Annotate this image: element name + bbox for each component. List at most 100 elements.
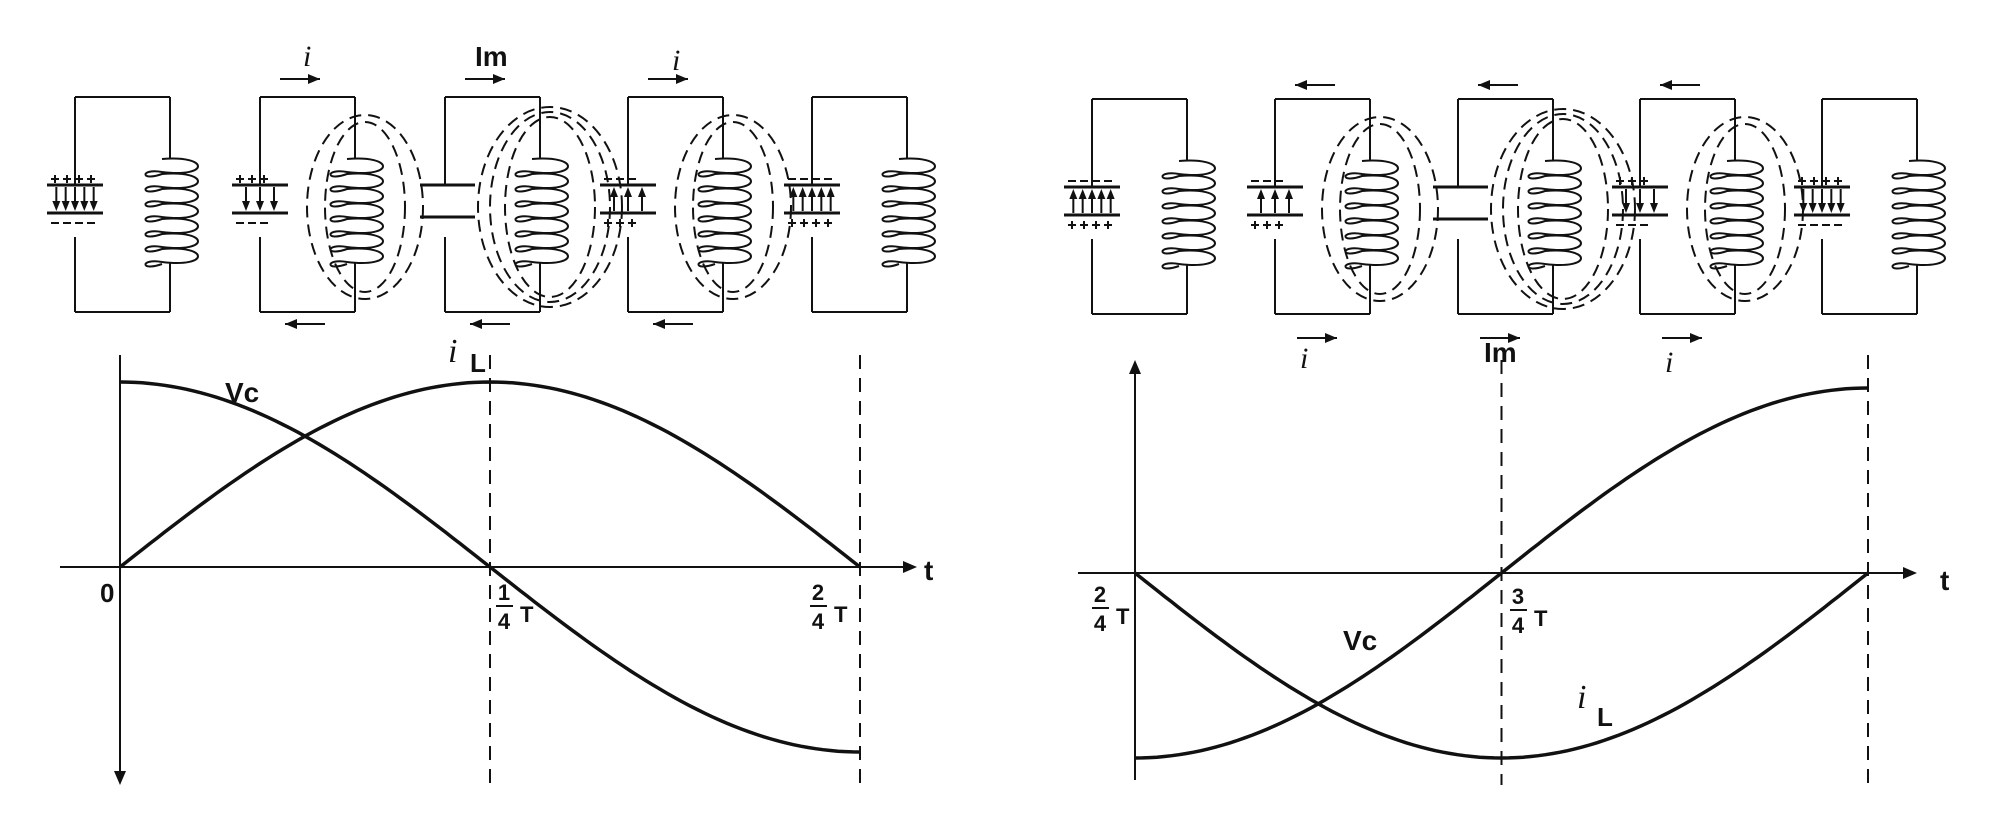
right-current-label-1: i xyxy=(1300,342,1308,375)
left-chart-x-arrow xyxy=(903,561,917,573)
right-circuit-5-coil-winding xyxy=(1891,159,1946,270)
right-circuit-2-field-ring-0 xyxy=(1339,123,1421,295)
left-series-Vc xyxy=(119,380,861,754)
right-tick-half-den: 4 xyxy=(1094,611,1107,636)
left-tick-quarter-T: T xyxy=(520,602,534,627)
left-circuit-1-cap-field-head xyxy=(89,201,98,211)
left-circuit-1-cap-field-head xyxy=(80,201,89,211)
left-circuit-2-arrow-bottom-head xyxy=(285,319,297,329)
left-circuit-2-coil xyxy=(329,157,384,268)
left-circuit-3-field-ring-0 xyxy=(504,116,596,298)
right-circuit-5-coil xyxy=(1891,159,1946,270)
left-circuit-2-cap-field-head xyxy=(256,201,264,211)
right-circuit-4-arrow-top-head xyxy=(1660,80,1672,90)
left-circuit-3-coil-winding xyxy=(514,157,569,268)
right-circuit-2-field-ring-1 xyxy=(1321,116,1439,302)
right-circuit-4-field-ring-0 xyxy=(1704,123,1786,295)
left-circuit-2-arrow-top-head xyxy=(308,74,320,84)
right-circuit-3-arrow-bottom-head xyxy=(1508,333,1520,343)
left-circuit-4 xyxy=(627,96,724,313)
right-circuit-3-coil xyxy=(1527,159,1582,270)
right-circuit-2-coil xyxy=(1344,159,1399,270)
right-chart-y-arrow xyxy=(1129,360,1141,374)
left-current-label-1: i xyxy=(303,40,311,73)
right-circuit-5-cap-field-head xyxy=(1808,203,1817,213)
left-circuit-3-arrow-top-head xyxy=(493,74,505,84)
chart-area xyxy=(60,355,1917,785)
right-circuit-2-cap-field-head xyxy=(1285,189,1293,199)
left-circuit-4-field-ring-1 xyxy=(674,114,792,300)
left-circuit-5-cap-field-head xyxy=(798,187,807,197)
left-vc-label: Vc xyxy=(225,377,259,408)
right-circuit-4-cap-field-head xyxy=(1636,203,1644,213)
right-il-label: i xyxy=(1577,679,1586,716)
left-circuit-4-coil xyxy=(697,157,752,268)
left-circuit-4-coil-winding xyxy=(697,157,752,268)
left-circuit-1-cap-field-head xyxy=(52,201,61,211)
right-circuit-1-cap xyxy=(1064,185,1120,217)
right-circuit-1-cap-field-head xyxy=(1097,189,1106,199)
circuit-row xyxy=(47,74,1946,343)
left-zero-label: 0 xyxy=(100,578,114,608)
left-tick-half-T: T xyxy=(834,602,848,627)
left-circuit-2 xyxy=(259,96,356,313)
right-circuit-4-cap-field-head xyxy=(1650,203,1658,213)
right-il-sub: L xyxy=(1597,702,1613,732)
right-circuit-4 xyxy=(1639,98,1736,315)
right-circuit-4-cap-field-head xyxy=(1622,203,1630,213)
left-circuit-5-cap-field-head xyxy=(808,187,816,197)
right-circuit-2-arrow-top-head xyxy=(1295,80,1307,90)
left-circuit-5-cap-field-head xyxy=(826,187,835,197)
right-circuit-3-field-ring-0 xyxy=(1517,118,1609,300)
right-circuit-4-cap xyxy=(1612,185,1668,217)
right-vc-label: Vc xyxy=(1343,625,1377,656)
right-circuit-4-coil-winding xyxy=(1709,159,1764,270)
right-circuit-1-cap-field-head xyxy=(1078,189,1087,199)
left-circuit-5-cap xyxy=(784,183,840,215)
left-il-sub: L xyxy=(470,348,486,378)
left-chart-y-arrow xyxy=(114,771,126,785)
right-circuit-1-coil xyxy=(1161,159,1216,270)
right-circuit-5-cap-field-head xyxy=(1799,203,1808,213)
right-tick-three-quarter-den: 4 xyxy=(1512,613,1525,638)
right-circuit-1-coil-winding xyxy=(1161,159,1216,270)
left-circuit-2-coil-winding xyxy=(329,157,384,268)
right-circuit-3-field-ring-2 xyxy=(1490,108,1636,310)
right-circuit-2-cap-field-head xyxy=(1257,189,1265,199)
right-circuit-4-coil xyxy=(1709,159,1764,270)
right-circuit-5-cap xyxy=(1794,185,1850,217)
left-circuit-2-field-ring-1 xyxy=(306,114,424,300)
left-circuit-4-field-ring-0 xyxy=(692,121,774,293)
left-circuit-1-cap-field-head xyxy=(61,201,70,211)
right-chart-x-arrow xyxy=(1903,567,1917,579)
right-series-Vc xyxy=(1134,386,1869,760)
right-circuit-2 xyxy=(1274,98,1371,315)
right-t-label: t xyxy=(1940,565,1949,596)
right-circuit-2-coil-winding xyxy=(1344,159,1399,270)
left-il-label: i xyxy=(448,333,457,370)
left-circuit-4-arrow-top-head xyxy=(676,74,688,84)
right-circuit-3-field-ring-1 xyxy=(1502,113,1624,305)
right-current-label-2: i xyxy=(1665,346,1673,379)
left-circuit-5-cap-field-head xyxy=(789,187,798,197)
right-circuit-2-arrow-bottom-head xyxy=(1325,333,1337,343)
left-circuit-1 xyxy=(74,96,171,313)
right-circuit-5-cap-field-head xyxy=(1836,203,1845,213)
right-circuit-3-coil-winding xyxy=(1527,159,1582,270)
left-tick-quarter-num: 1 xyxy=(498,580,510,605)
left-circuit-1-cap-field-head xyxy=(71,201,79,211)
right-circuit-3-arrow-top-head xyxy=(1478,80,1490,90)
right-circuit-5-cap-field-head xyxy=(1818,203,1826,213)
right-circuit-3 xyxy=(1457,98,1554,315)
right-tick-three-quarter-num: 3 xyxy=(1512,584,1524,609)
right-series-iL xyxy=(1133,571,1870,760)
left-circuit-5-coil xyxy=(881,157,936,268)
left-circuit-5-coil-winding xyxy=(881,157,936,268)
right-chart xyxy=(1078,355,1917,785)
left-circuit-5 xyxy=(811,96,908,313)
right-tick-three-quarter-T: T xyxy=(1534,606,1548,631)
right-circuit-1-cap-field-head xyxy=(1106,189,1115,199)
right-circuit-2-cap-field-head xyxy=(1271,189,1279,199)
